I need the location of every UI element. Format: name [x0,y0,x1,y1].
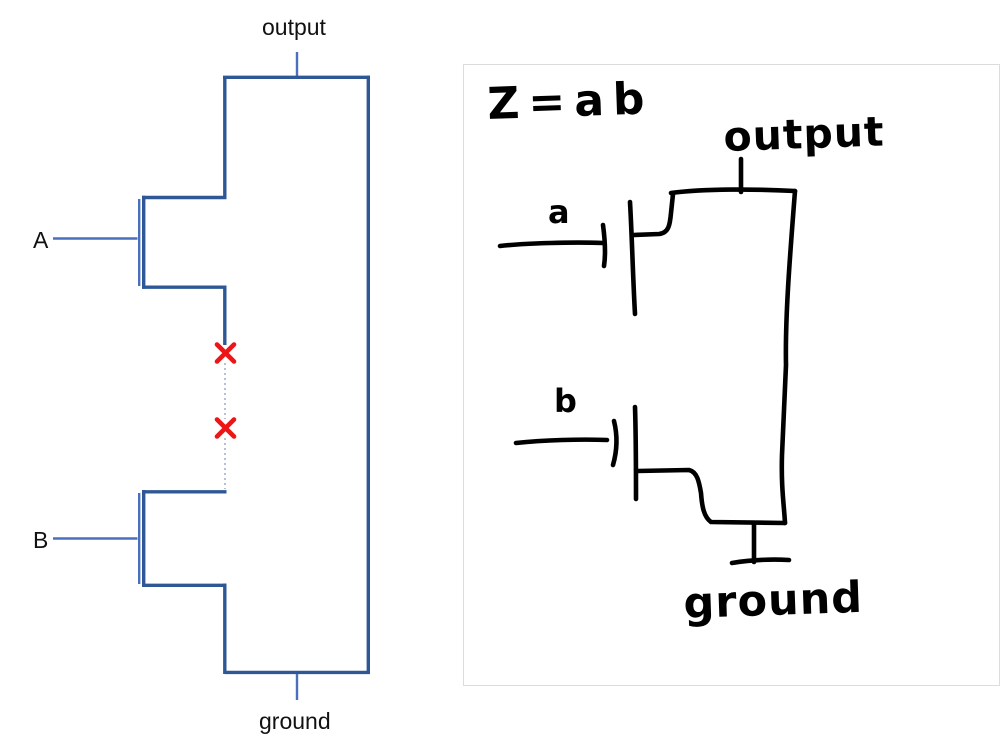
break-x-stroke [214,417,237,439]
sketch-right-wire [779,188,798,526]
sketch-transistor-b-drain-wire [634,467,788,526]
cmos-pulldown-schematic: output A B ground [33,14,370,734]
sketch-input-a-wire [497,240,606,249]
ground-label: ground [259,708,331,734]
sketch-panel: Z=ab output a b ground [463,64,1000,686]
sketch-top-wire [668,187,798,196]
break-x-icon [214,342,237,364]
equation-label: Z=ab [487,73,655,130]
sketch-gate-a-label: a [548,193,570,231]
sketch-transistor-a-drain-wire [631,191,676,238]
input-b-label: B [33,527,48,553]
sketch-transistor-b-gate [610,418,619,468]
output-label: output [262,14,327,40]
break-x-stroke [214,342,237,364]
sketch-output-label: output [723,107,886,161]
sketch-ground-label: ground [683,573,864,629]
sketch-transistor-b-channel [632,404,639,502]
sketch-gate-b-label: b [554,382,577,420]
sketch-transistor-a-channel [627,199,638,317]
sketch-input-b-wire [513,437,610,446]
sketch-ground-bar [729,557,792,566]
break-x-icon [214,417,237,439]
input-a-label: A [33,227,49,253]
sketch-transistor-a-gate [600,222,608,269]
hand-drawn-circuit: Z=ab output a b ground [487,73,886,629]
